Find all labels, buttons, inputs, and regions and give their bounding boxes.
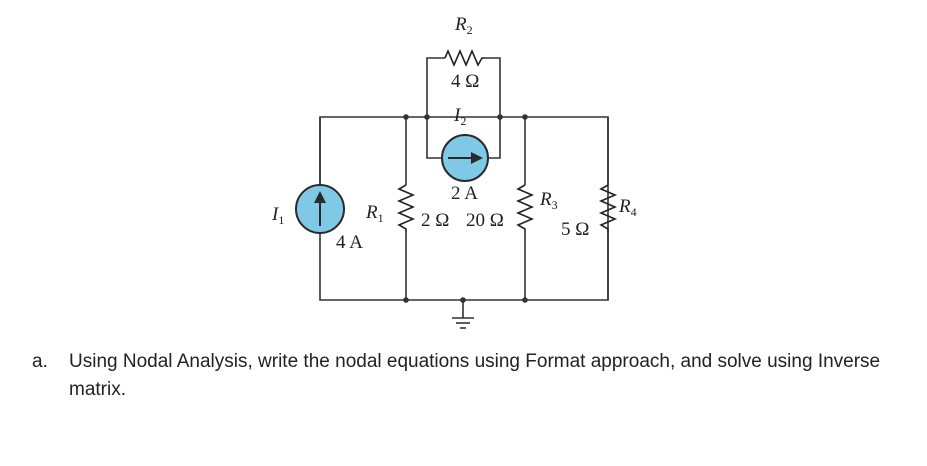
label-r4: R4 [618, 196, 637, 219]
circuit-wires [319, 57, 609, 318]
circuit-nodes [403, 114, 528, 303]
value-r3: 5 Ω [561, 219, 589, 240]
current-source-i1 [295, 184, 345, 234]
resistor-r4 [598, 184, 618, 233]
value-r2: 4 Ω [451, 71, 479, 92]
value-r1: 2 Ω [421, 210, 449, 231]
resistor-r1 [396, 184, 416, 233]
circuit-diagram: I1 4 A I2 2 A R2 4 Ω R1 2 Ω R3 20 Ω R4 5… [271, 14, 637, 329]
label-r1: R1 [365, 202, 384, 225]
label-r3: R3 [539, 189, 558, 212]
question: a. Using Nodal Analysis, write the nodal… [32, 348, 892, 404]
resistor-r3 [515, 184, 535, 233]
value-i1: 4 A [336, 232, 363, 253]
label-i1: I1 [271, 204, 284, 227]
value-r4: 20 Ω [466, 210, 504, 231]
value-i2: 2 A [451, 183, 478, 204]
label-r2: R2 [454, 14, 473, 37]
resistor-r2 [444, 48, 485, 68]
label-i2: I2 [453, 105, 466, 128]
question-marker: a. [32, 351, 48, 372]
ground-icon [452, 317, 474, 329]
current-source-i2 [441, 134, 489, 182]
question-text: Using Nodal Analysis, write the nodal eq… [69, 351, 881, 400]
